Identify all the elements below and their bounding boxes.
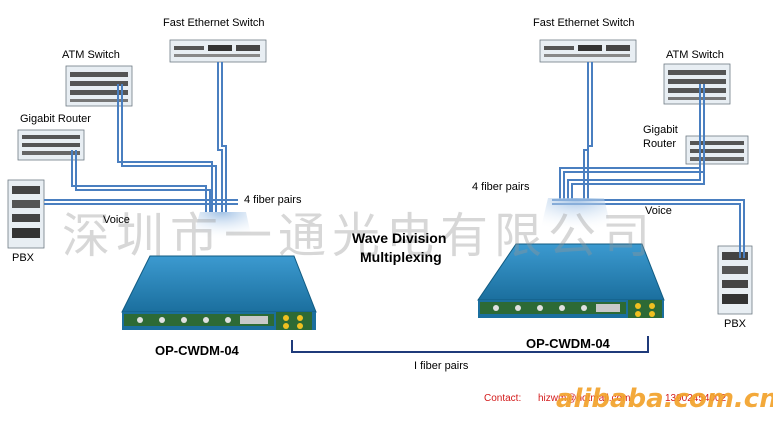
contact-phone: 13902454002: [665, 393, 727, 404]
fiber-fan-left: [192, 212, 252, 240]
fiber-lines-left: [44, 62, 238, 212]
atm-switch-left-label: ATM Switch: [62, 49, 120, 61]
cwdm-unit-right: [477, 243, 665, 318]
contact-email: hizwm@hotmail.com: [538, 393, 631, 404]
fiber-link-label: I fiber pairs: [414, 360, 469, 372]
fiber-fan-right: [540, 198, 612, 232]
pbx-left-device: [7, 179, 45, 249]
wdm-title-line2: Multiplexing: [360, 249, 442, 265]
voice-left-label: Voice: [103, 214, 130, 226]
fast-ethernet-switch-left-label: Fast Ethernet Switch: [163, 17, 265, 29]
gigabit-router-left-label: Gigabit Router: [20, 113, 91, 125]
gigabit-router-right: [685, 135, 749, 165]
gigabit-router-right-label-1: Gigabit: [643, 124, 678, 136]
alibaba-logo: alibaba.com.cn: [556, 384, 773, 414]
model-right-label: OP-CWDM-04: [526, 336, 610, 351]
gigabit-router-right-label-2: Router: [643, 138, 677, 150]
pbx-right-device: [717, 245, 753, 315]
fast-ethernet-switch-right-label: Fast Ethernet Switch: [533, 17, 635, 29]
atm-switch-left: [65, 65, 133, 107]
fiber-pairs-right-label: 4 fiber pairs: [472, 181, 530, 193]
pbx-right-label: PBX: [724, 318, 747, 330]
fast-ethernet-switch-left: [169, 39, 267, 63]
atm-switch-right: [663, 63, 731, 105]
model-left-label: OP-CWDM-04: [155, 343, 239, 358]
fast-ethernet-switch-right: [539, 39, 637, 63]
fiber-link-bracket: [291, 336, 649, 353]
fiber-lines-right: [552, 62, 745, 258]
voice-right-label: Voice: [645, 205, 672, 217]
cwdm-unit-left: [121, 255, 317, 330]
company-watermark: 深圳市一通光电有限公司: [62, 208, 657, 264]
wdm-title-line1: Wave Division: [352, 230, 447, 246]
gigabit-router-left: [17, 129, 85, 161]
fiber-pairs-left-label: 4 fiber pairs: [244, 194, 302, 206]
contact-label: Contact:: [484, 393, 522, 404]
pbx-left-label: PBX: [12, 252, 35, 264]
atm-switch-right-label: ATM Switch: [666, 49, 724, 61]
